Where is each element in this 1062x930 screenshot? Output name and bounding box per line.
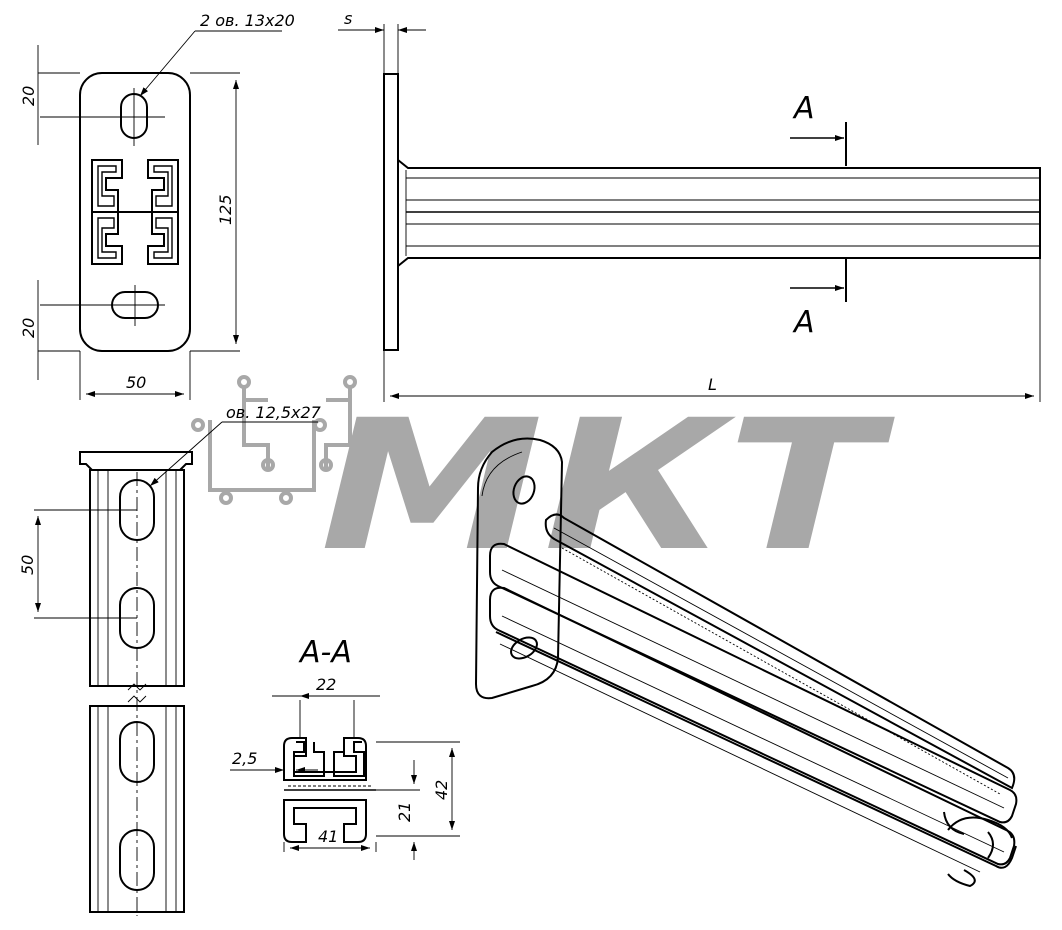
front-view: 2 ов. 13х20 20 125 20 50	[19, 11, 295, 400]
side-view: s L А А	[338, 9, 1041, 402]
dim-width-41: 41	[318, 827, 338, 846]
dim-height-125: 125	[216, 194, 235, 225]
isometric-view	[474, 437, 1018, 888]
dim-L: L	[708, 375, 717, 394]
holes-label: 2 ов. 13х20	[200, 11, 295, 30]
logo-text: МКТ	[320, 382, 895, 591]
section-mark-top: А	[792, 91, 815, 126]
dim-s: s	[344, 9, 352, 28]
dim-half-21: 21	[395, 802, 414, 822]
slots-label: ов. 12,5х27	[226, 403, 322, 422]
profile-view: ов. 12,5х27 50	[18, 403, 322, 916]
dim-width-50: 50	[126, 373, 146, 392]
dim-top-20: 20	[19, 86, 38, 106]
dim-thickness-2-5: 2,5	[232, 749, 257, 768]
dim-bottom-20: 20	[19, 318, 38, 338]
dim-height-42: 42	[432, 780, 451, 800]
dim-pitch-50: 50	[18, 555, 37, 575]
mkt-logo: МКТ	[191, 375, 895, 591]
section-view: А-А 22 2,5 41 21 42	[230, 635, 460, 860]
dim-opening-22: 22	[316, 675, 336, 694]
logo-strut-icon	[191, 375, 357, 505]
section-title: А-А	[298, 635, 352, 670]
section-mark-bottom: А	[792, 305, 815, 340]
